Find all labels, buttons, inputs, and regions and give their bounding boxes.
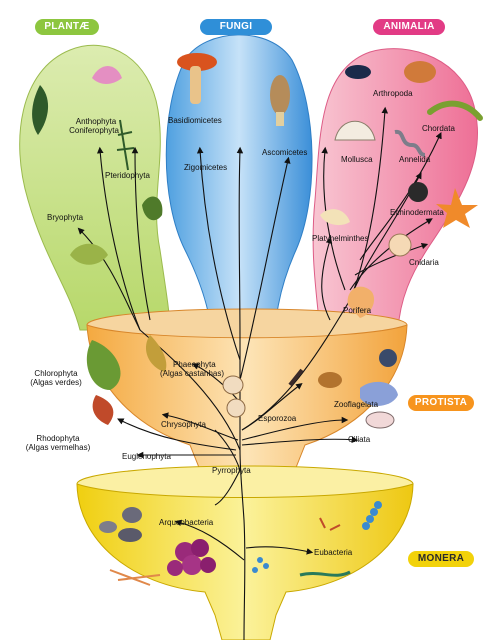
taxon-anthophyta: Anthophyta bbox=[75, 117, 117, 126]
taxon-arthropoda: Arthropoda bbox=[373, 89, 413, 98]
taxon-echinodermata: Echinodermata bbox=[390, 208, 444, 217]
taxon-annelida: Annelida bbox=[399, 155, 431, 164]
kingdom-label-animalia: ANIMALIA bbox=[373, 19, 445, 35]
taxon-phaeophyta: Phaeophyta bbox=[173, 360, 216, 369]
taxon-ciliata: Ciliata bbox=[348, 435, 371, 444]
taxon-eubacteria: Eubacteria bbox=[314, 548, 353, 557]
animalia-region bbox=[312, 48, 479, 331]
taxon-pyrrophyta: Pyrrophyta bbox=[212, 466, 251, 475]
taxon-zigomicetes: Zigomicetes bbox=[184, 163, 228, 172]
plantae-region bbox=[19, 44, 171, 331]
taxon-arqueobacteria: Arqueobacteria bbox=[159, 518, 214, 527]
taxon-rhodophyta-common: (Algas vermelhas) bbox=[25, 443, 91, 452]
kingdom-label-monera: MONERA bbox=[408, 551, 474, 567]
taxon-ascomicetes: Ascomicetes bbox=[262, 148, 308, 157]
protista-region bbox=[86, 324, 408, 471]
kingdom-label-plantae: PLANTÆ bbox=[35, 19, 99, 35]
taxon-mollusca: Mollusca bbox=[341, 155, 373, 164]
taxon-platyhelminthes: Platyhelminthes bbox=[312, 234, 369, 243]
taxon-chlorophyta: Chlorophyta bbox=[34, 369, 78, 378]
taxon-porifera: Porifera bbox=[343, 306, 372, 315]
taxon-cnidaria: Cnidaria bbox=[409, 258, 439, 267]
taxon-pteridophyta: Pteridophyta bbox=[105, 171, 150, 180]
taxon-rhodophyta: Rhodophyta bbox=[36, 434, 80, 443]
taxon-zooflagelata: Zooflagelata bbox=[334, 400, 379, 409]
taxon-chrysophyta: Chrysophyta bbox=[161, 420, 206, 429]
organism-illustrations bbox=[32, 53, 483, 586]
taxon-chordata: Chordata bbox=[422, 124, 455, 133]
taxon-euglenophyta: Euglenophyta bbox=[122, 452, 171, 461]
taxon-coniferophyta: Coniferophyta bbox=[69, 126, 119, 135]
kingdom-label-protista: PROTISTA bbox=[408, 395, 474, 411]
taxon-chlorophyta-common: (Algas verdes) bbox=[30, 378, 82, 387]
taxon-esporozoa: Esporozoa bbox=[258, 414, 297, 423]
taxon-basidiomicetes: Basidiomicetes bbox=[168, 116, 222, 125]
taxon-phaeophyta-common: (Algas castanhas) bbox=[160, 369, 225, 378]
kingdom-label-fungi: FUNGI bbox=[200, 19, 272, 35]
taxon-bryophyta: Bryophyta bbox=[47, 213, 84, 222]
